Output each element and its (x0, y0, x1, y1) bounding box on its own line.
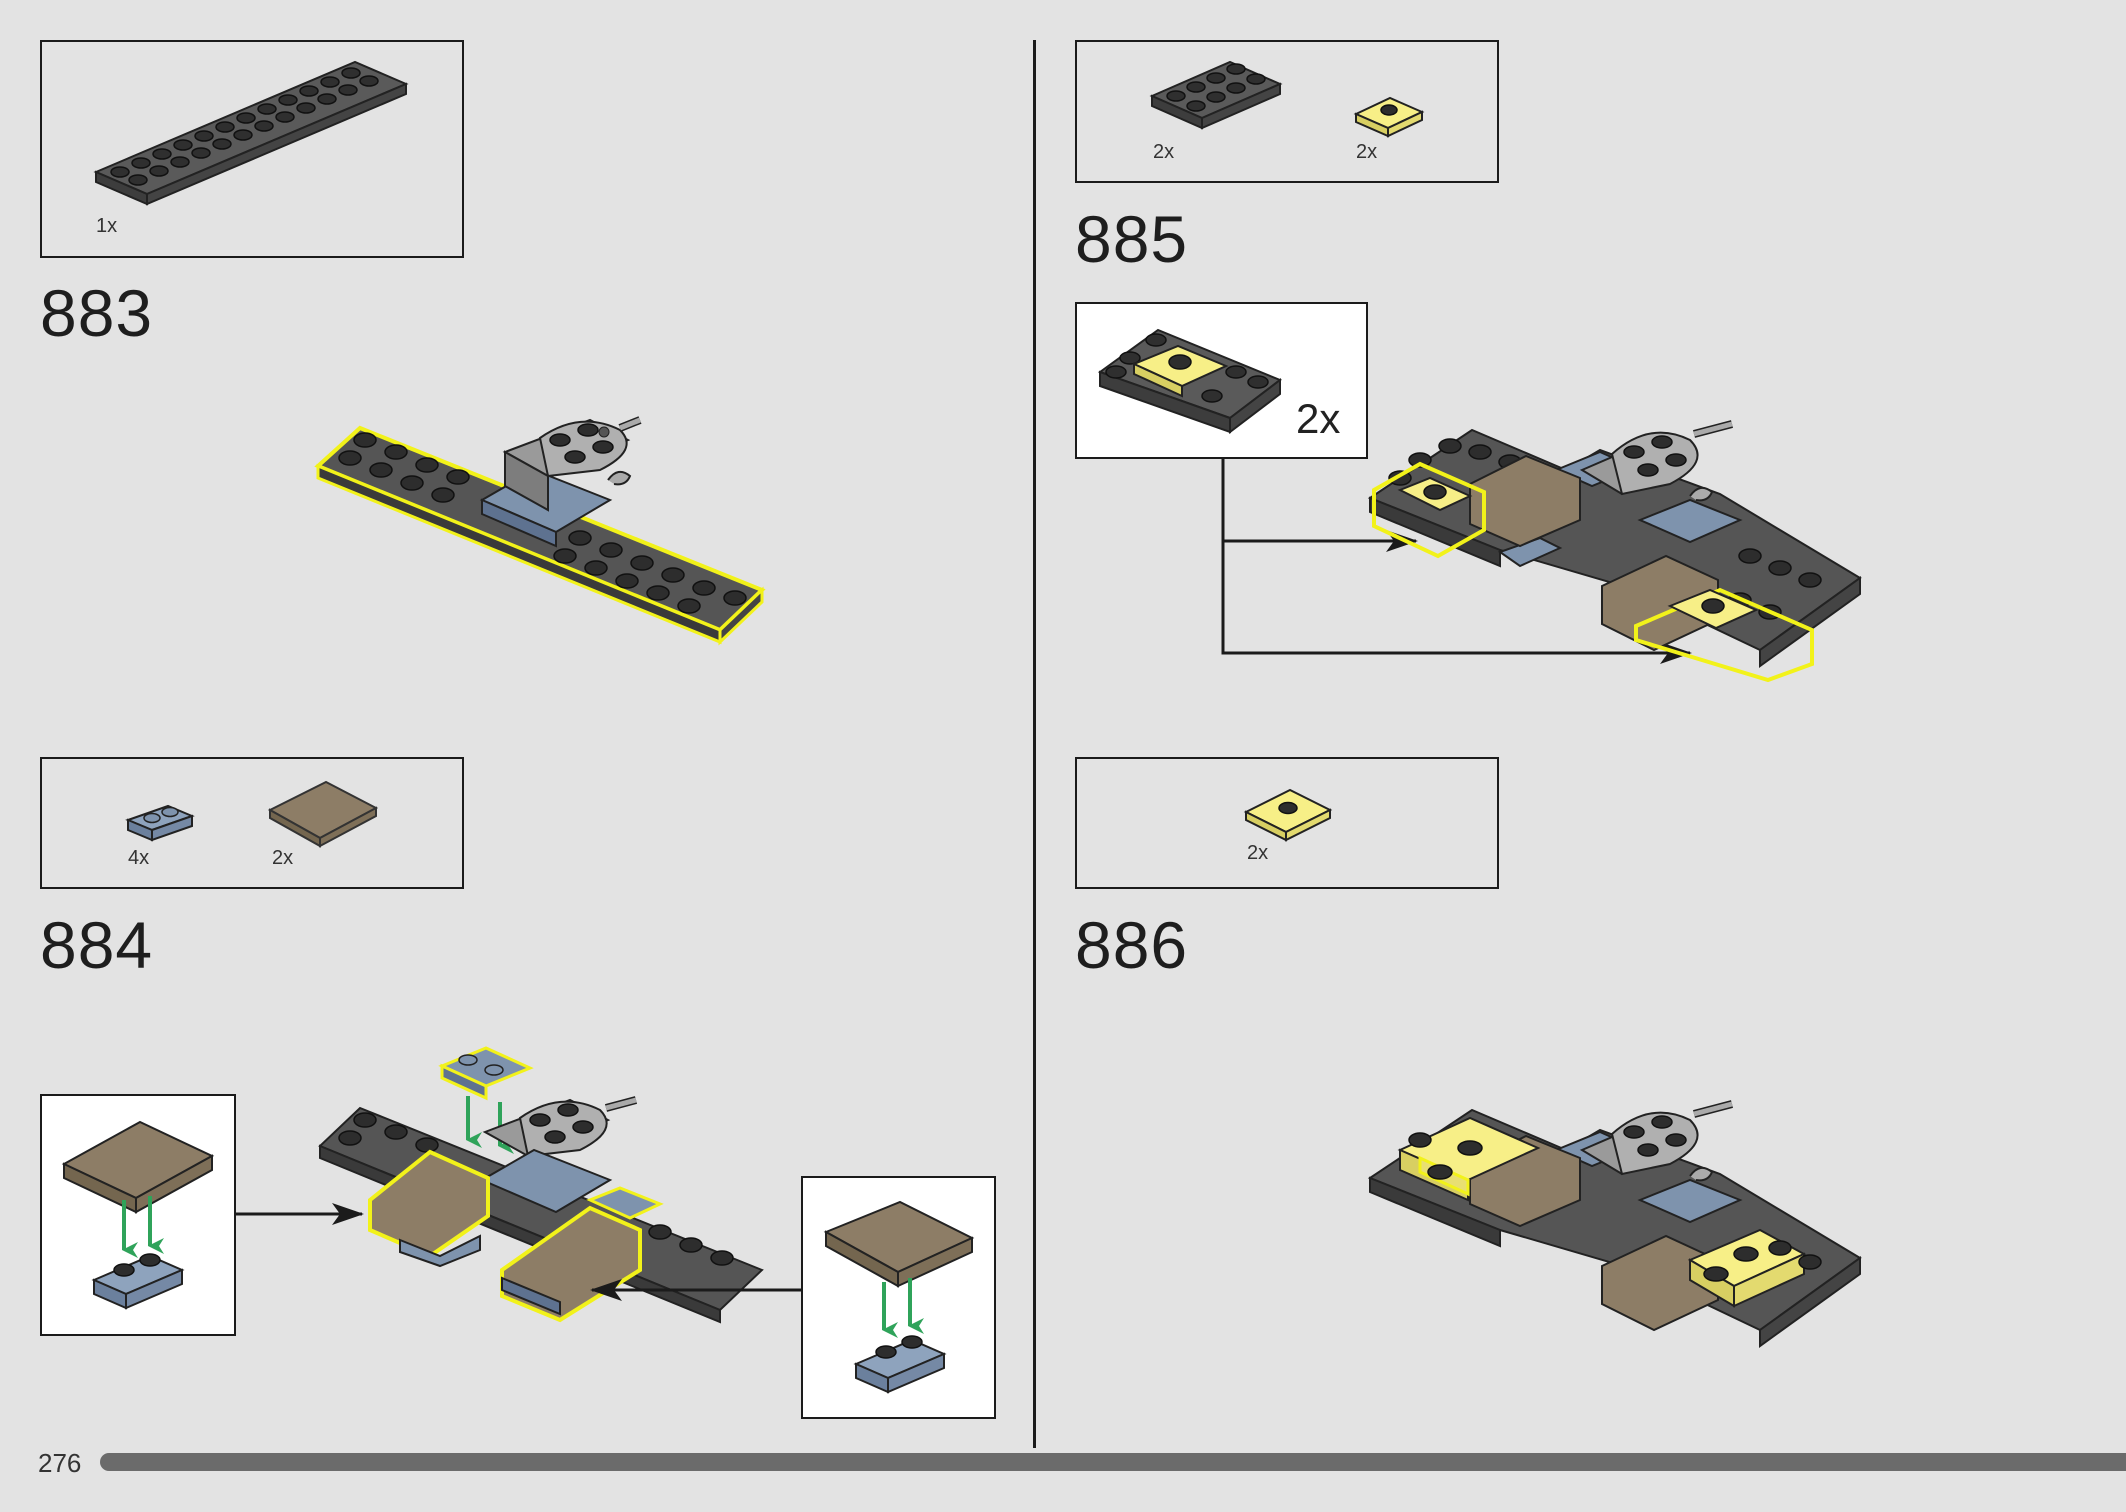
parts-box-885 (1075, 40, 1499, 183)
callout-885-assembly (1097, 328, 1282, 435)
parts-box-884 (40, 757, 464, 889)
qty-884-2: 2x (272, 847, 294, 869)
step-883-model (314, 416, 766, 646)
step-886-model (1367, 1100, 1862, 1348)
tan-tile-3x4-part (267, 780, 379, 848)
callout-qty-885: 2x (1296, 395, 1341, 442)
step-number-885: 885 (1075, 202, 1189, 276)
dark-gray-plate-2x4-part (1149, 60, 1283, 130)
step-885-model (1367, 420, 1862, 683)
qty-884-1: 4x (128, 847, 150, 869)
qty-885-2: 2x (1356, 141, 1378, 163)
callout-884-left-assembly (61, 1120, 215, 1310)
qty-885-1: 2x (1153, 141, 1175, 163)
qty-883-1: 1x (96, 215, 118, 237)
callout-arrow-line-885 (1221, 459, 1692, 664)
page-progress-bar (100, 1453, 2126, 1471)
step-number-883: 883 (40, 276, 154, 350)
parts-box-886 (1075, 757, 1499, 889)
step-number-886: 886 (1075, 908, 1189, 982)
step-number-884: 884 (40, 908, 154, 982)
dark-gray-plate-2x12-part (93, 60, 409, 206)
sand-blue-plate-1x2-part (125, 804, 195, 842)
page-number: 276 (38, 1448, 82, 1478)
qty-886-1: 2x (1247, 842, 1269, 864)
parts-box-883 (40, 40, 464, 258)
page-divider (1033, 40, 1036, 1448)
step-884-model (318, 1046, 764, 1324)
yellow-jumper-plate-2x2-part (1243, 788, 1333, 842)
callout-884-right-assembly (823, 1200, 975, 1394)
yellow-jumper-plate-1x2-part (1353, 96, 1425, 138)
